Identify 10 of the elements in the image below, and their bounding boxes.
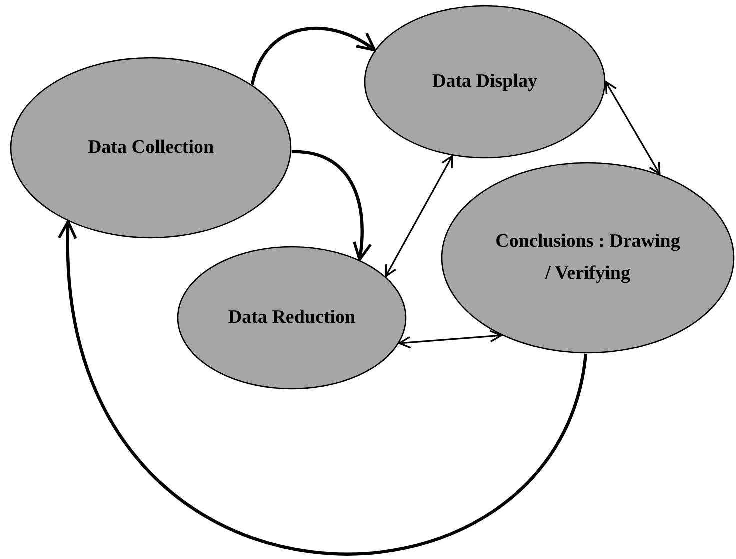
arrow bbox=[292, 150, 372, 262]
arrow bbox=[398, 330, 502, 349]
node-label: Conclusions : Drawing / Verifying bbox=[494, 230, 682, 286]
arrow bbox=[385, 155, 454, 278]
node-label: Data Reduction bbox=[228, 306, 356, 330]
arrow bbox=[605, 81, 661, 176]
arrow bbox=[60, 220, 588, 555]
arrow bbox=[250, 26, 376, 86]
node-label: Data Collection bbox=[88, 136, 214, 160]
node-label: Data Display bbox=[432, 70, 538, 94]
